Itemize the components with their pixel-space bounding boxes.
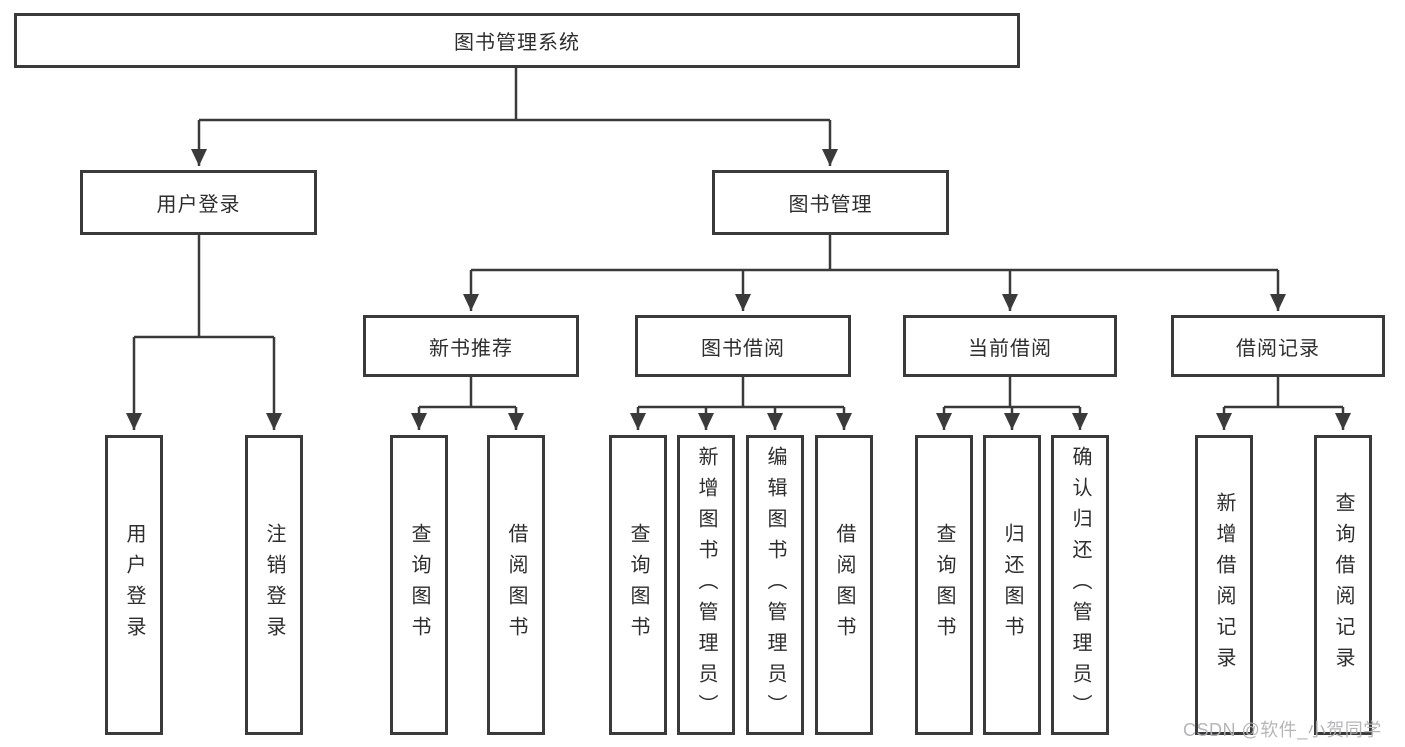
- node-library-management-system: 图书管理系统: [14, 13, 1020, 68]
- node-label: 新增图书（管理员）: [695, 445, 717, 725]
- leaf-user-login: 用户登录: [105, 435, 163, 735]
- leaf-logout: 注销登录: [245, 435, 303, 735]
- leaf-borrow-books-recommend: 借阅图书: [487, 435, 545, 735]
- node-new-book-recommend: 新书推荐: [363, 315, 579, 377]
- node-book-borrow: 图书借阅: [635, 315, 851, 377]
- leaf-borrow-books: 借阅图书: [815, 435, 873, 735]
- csdn-watermark: CSDN @软件_小贺同学: [1183, 720, 1382, 740]
- node-label: 新增借阅记录: [1213, 492, 1235, 678]
- node-label: 图书借阅: [701, 337, 785, 360]
- leaf-query-borrow-record: 查询借阅记录: [1314, 435, 1372, 735]
- node-label: 用户登录: [156, 194, 241, 216]
- leaf-add-books-admin: 新增图书（管理员）: [677, 435, 735, 735]
- node-label: 查询借阅记录: [1332, 492, 1354, 678]
- leaf-return-books: 归还图书: [983, 435, 1041, 735]
- node-label: 编辑图书（管理员）: [764, 445, 786, 725]
- leaf-query-books-current: 查询图书: [915, 435, 973, 735]
- node-label: 当前借阅: [968, 337, 1052, 360]
- node-label: 用户登录: [123, 523, 145, 647]
- node-label: 归还图书: [1001, 523, 1023, 647]
- node-label: 借阅图书: [505, 523, 527, 647]
- leaf-edit-books-admin: 编辑图书（管理员）: [746, 435, 804, 735]
- node-label: 借阅图书: [833, 523, 855, 647]
- node-current-borrow: 当前借阅: [903, 315, 1117, 377]
- node-label: 注销登录: [263, 523, 285, 647]
- leaf-query-books-recommend: 查询图书: [390, 435, 448, 735]
- node-label: 确认归还（管理员）: [1069, 445, 1091, 725]
- node-label: 查询图书: [933, 523, 955, 647]
- node-label: 借阅记录: [1236, 337, 1320, 360]
- node-book-management: 图书管理: [712, 170, 949, 235]
- node-borrow-records: 借阅记录: [1171, 315, 1385, 377]
- leaf-confirm-return-admin: 确认归还（管理员）: [1051, 435, 1109, 735]
- node-user-login: 用户登录: [80, 170, 317, 235]
- leaf-add-borrow-record: 新增借阅记录: [1195, 435, 1253, 735]
- node-label: 新书推荐: [429, 337, 513, 360]
- node-label: 图书管理系统: [454, 32, 580, 54]
- node-label: 图书管理: [788, 194, 873, 216]
- leaf-query-books-borrow: 查询图书: [609, 435, 667, 735]
- node-label: 查询图书: [627, 523, 649, 647]
- node-label: 查询图书: [408, 523, 430, 647]
